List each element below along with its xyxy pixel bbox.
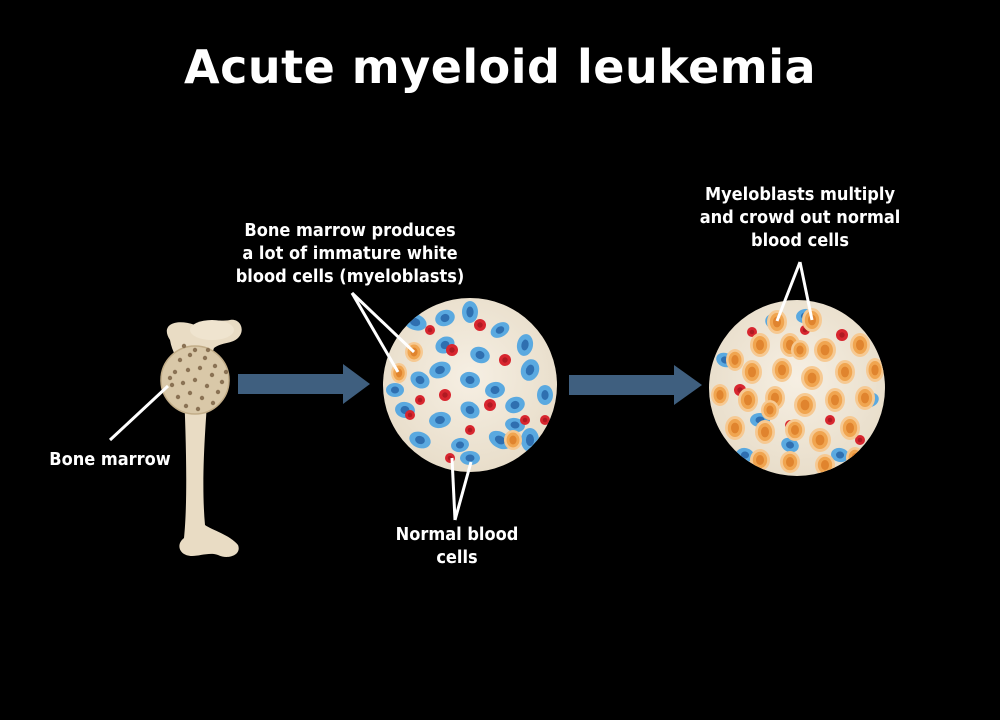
red-blood-cell-icon	[499, 354, 511, 366]
normal-white-cell-icon	[460, 371, 480, 389]
normal-white-cell-icon	[520, 359, 540, 381]
marrow-magnified-early	[383, 298, 557, 472]
bone-marrow-label: Bone marrow	[49, 449, 171, 470]
red-blood-cell-icon	[415, 395, 425, 405]
normal-white-cell-icon	[537, 385, 553, 405]
myeloblast-cell-icon	[815, 454, 835, 476]
myeloblast-cell-icon	[772, 358, 792, 382]
bone-marrow-cross-section	[160, 343, 230, 415]
bone-marrow-pointer	[108, 384, 170, 442]
myeloblast-cell-icon	[850, 333, 870, 357]
red-blood-cell-icon	[540, 415, 550, 425]
normal-white-cell-icon	[516, 334, 534, 356]
normal-white-cell-icon	[451, 437, 469, 453]
myeloblast-cell-icon	[846, 447, 864, 469]
myeloblast-cell-icon	[780, 451, 800, 473]
normal-white-cell-icon	[521, 428, 539, 452]
myeloblast-cell-icon	[794, 393, 816, 417]
myeloblast-pointers	[350, 291, 416, 373]
normal-white-cell-icon	[485, 381, 505, 399]
myeloblast-cell-icon	[785, 419, 805, 441]
myeloblast-cell-icon	[855, 386, 875, 410]
red-blood-cell-icon	[439, 389, 451, 401]
myeloblast-cell-icon	[767, 310, 787, 334]
normal-white-cell-icon	[505, 417, 525, 433]
crowding-pointers	[775, 261, 814, 322]
crowding-label: Myeloblasts multiply and crowd out norma…	[699, 184, 901, 251]
myeloblast-cell-icon	[504, 430, 522, 450]
myeloblast-cell-icon	[742, 360, 762, 384]
myeloblast-cell-icon	[755, 420, 775, 444]
myeloblast-cell-icon	[809, 428, 831, 452]
normal-cells-label: Normal blood cells	[395, 524, 519, 568]
myeloblast-cell-icon	[738, 388, 758, 412]
diagram-title: Acute myeloid leukemia	[183, 40, 817, 94]
myeloblast-cell-icon	[814, 338, 836, 362]
myeloblast-cell-icon	[825, 388, 845, 412]
normal-white-cell-icon	[386, 383, 404, 397]
arrow-right-icon	[569, 365, 702, 405]
normal-white-cell-icon	[462, 301, 478, 323]
normal-white-cell-icon	[781, 437, 799, 453]
myeloblast-cell-icon	[750, 333, 770, 357]
red-blood-cell-icon	[484, 399, 496, 411]
normal-white-cell-icon	[429, 361, 451, 379]
production-label: Bone marrow produces a lot of immature w…	[235, 220, 465, 287]
red-blood-cell-icon	[425, 325, 435, 335]
normal-white-cell-icon	[460, 401, 480, 419]
marrow-magnified-crowded	[709, 300, 885, 476]
myeloblast-cell-icon	[726, 349, 744, 371]
myeloblast-cell-icon	[791, 340, 809, 360]
normal-white-cell-icon	[831, 447, 849, 463]
myeloblast-cell-icon	[750, 449, 770, 471]
normal-white-cell-icon	[429, 411, 451, 429]
red-blood-cell-icon	[446, 344, 458, 356]
red-blood-cell-icon	[465, 425, 475, 435]
myeloblast-cell-icon	[840, 416, 860, 440]
red-blood-cell-icon	[474, 319, 486, 331]
normal-white-cell-icon	[505, 396, 525, 414]
normal-white-cell-icon	[435, 309, 455, 327]
red-blood-cell-icon	[747, 327, 757, 337]
red-blood-cell-icon	[855, 435, 865, 445]
myeloblast-cell-icon	[761, 400, 779, 420]
myeloblast-cell-icon	[835, 360, 855, 384]
myeloblast-cell-icon	[801, 366, 823, 390]
normal-white-cell-icon	[460, 451, 480, 465]
red-blood-cell-icon	[405, 410, 415, 420]
normal-cells-pointers	[450, 457, 473, 521]
myeloblast-cell-icon	[866, 358, 884, 382]
red-blood-cell-icon	[520, 415, 530, 425]
arrow-right-icon	[238, 364, 370, 404]
red-blood-cell-icon	[836, 329, 848, 341]
myeloblast-cell-icon	[725, 416, 745, 440]
normal-white-cell-icon	[409, 431, 431, 449]
red-blood-cell-icon	[825, 415, 835, 425]
normal-white-cell-icon	[410, 371, 430, 389]
normal-white-cell-icon	[470, 346, 490, 364]
normal-white-cell-icon	[490, 322, 510, 338]
myeloblast-cell-icon	[711, 384, 729, 406]
